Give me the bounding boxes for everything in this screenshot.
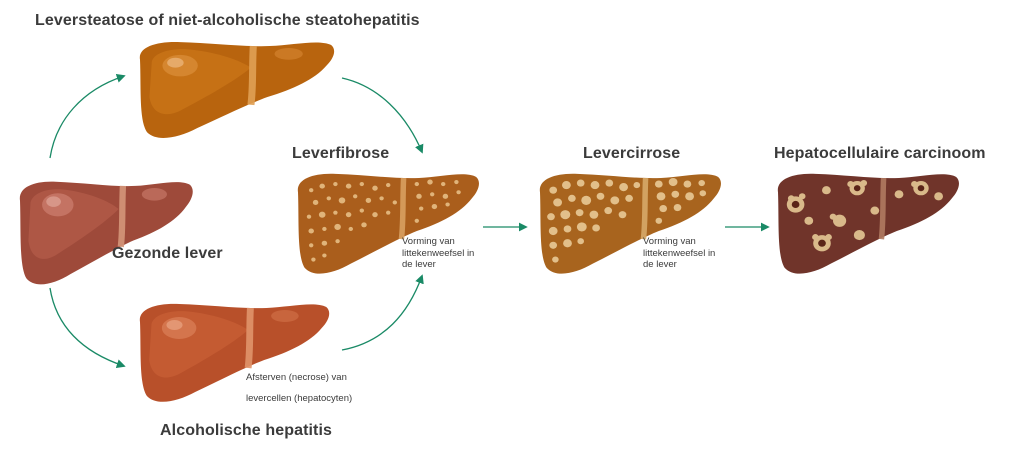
liver-illustration-fibrosis [297, 173, 479, 274]
stage-title-cirrhosis: Levercirrose [583, 145, 681, 162]
arrow-icon [341, 77, 424, 154]
stage-title-healthy: Gezonde lever [112, 245, 223, 262]
note-necrosis: Afsterven (necrose) van levercellen (hep… [246, 372, 353, 404]
stage-title-fibrosis: Leverfibrose [292, 145, 390, 162]
stage-title-alcoholic: Alcoholische hepatitis [160, 422, 333, 439]
arrow-icon [341, 274, 424, 351]
liver-illustration-alcoholic [139, 303, 330, 402]
liver-illustration-cirrhosis [539, 173, 721, 274]
liver-illustration-healthy [19, 181, 193, 285]
arrow-icon [49, 287, 126, 368]
arrow-icon [49, 74, 126, 159]
liver-illustration-carcinoma [777, 173, 959, 274]
liver-illustration-steatosis [139, 42, 335, 138]
stage-title-carcinoma: Hepatocellulaire carcinoom [774, 145, 986, 162]
note-cirrhosis: Vorming van littekenweefsel in de lever [643, 236, 716, 270]
note-fibrosis: Vorming van littekenweefsel in de lever [402, 236, 475, 270]
flow-arrows [49, 74, 770, 368]
stage-title-steatosis: Leversteatose of niet-alcoholische steat… [35, 12, 420, 29]
